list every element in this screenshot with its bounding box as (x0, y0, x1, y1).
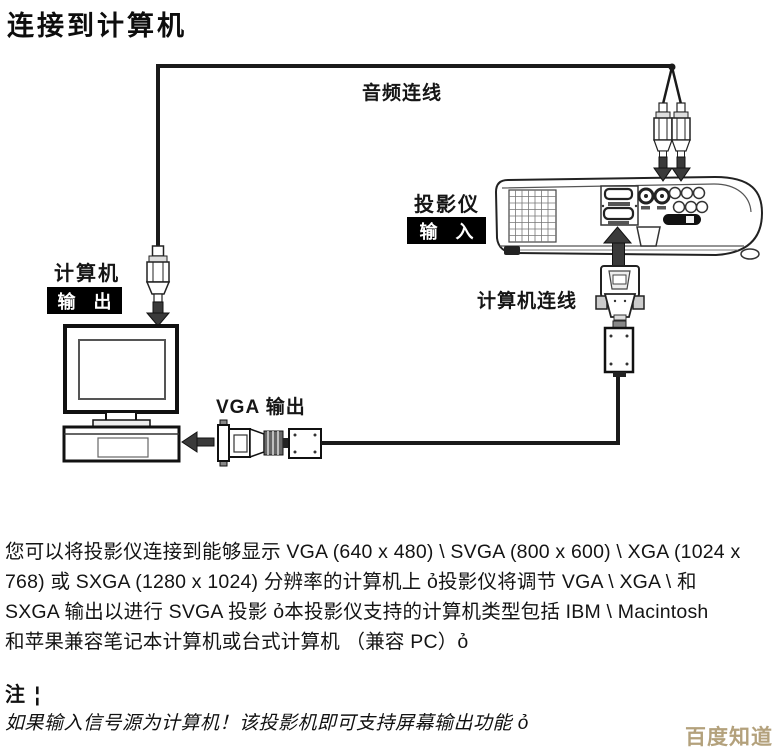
connection-diagram (62, 63, 764, 467)
vga-cable-line (321, 375, 620, 445)
monitor-icon (63, 324, 179, 428)
page-title: 连接到计算机 (7, 11, 187, 41)
body-text-line: 768) 或 SXGA (1280 x 1024) 分辨率的计算机上 ỏ投影仪将… (5, 571, 697, 593)
cable-connector-icon (288, 428, 322, 459)
watermark: 百度知道 (685, 726, 773, 749)
projector-input-badge: 输 入 (407, 217, 486, 244)
note-text: 如果输入信号源为计算机！该投影机即可支持屏幕输出功能 ỏ (5, 713, 529, 734)
vga-output-label: VGA 输出 (216, 397, 306, 418)
computer-label: 计算机 (54, 263, 120, 285)
computer-output-badge: 输 出 (47, 287, 122, 314)
cable-connector-icon (603, 320, 635, 377)
left-arrow-icon (181, 431, 215, 453)
projector-icon (494, 175, 764, 260)
body-text-line: SXGA 输出以进行 SVGA 投影 ỏ本投影仪支持的计算机类型包括 IBM \… (5, 601, 709, 623)
projector-label: 投影仪 (414, 194, 480, 216)
audio-cable-label: 音频连线 (362, 83, 443, 104)
computer-cable-label: 计算机连线 (477, 291, 578, 312)
desktop-computer-icon (62, 425, 181, 463)
body-text-line: 您可以将投影仪连接到能够显示 VGA (640 x 480) \ SVGA (8… (5, 541, 741, 563)
rca-plug-icon (671, 102, 691, 158)
down-arrow-icon (653, 156, 673, 182)
audio-cable-line (156, 63, 683, 248)
vga-connector-icon (217, 419, 289, 467)
computer-cable-plug-icon (595, 265, 645, 321)
audio-plug-icon (145, 245, 171, 303)
up-arrow-icon (602, 226, 633, 268)
down-arrow-icon (671, 156, 691, 182)
body-text-line: 和苹果兼容笔记本计算机或台式计算机 （兼容 PC）ỏ (5, 631, 469, 653)
note-heading: 注 ¦ (5, 684, 43, 706)
rca-plug-icon (653, 102, 673, 158)
down-arrow-icon (145, 301, 171, 327)
